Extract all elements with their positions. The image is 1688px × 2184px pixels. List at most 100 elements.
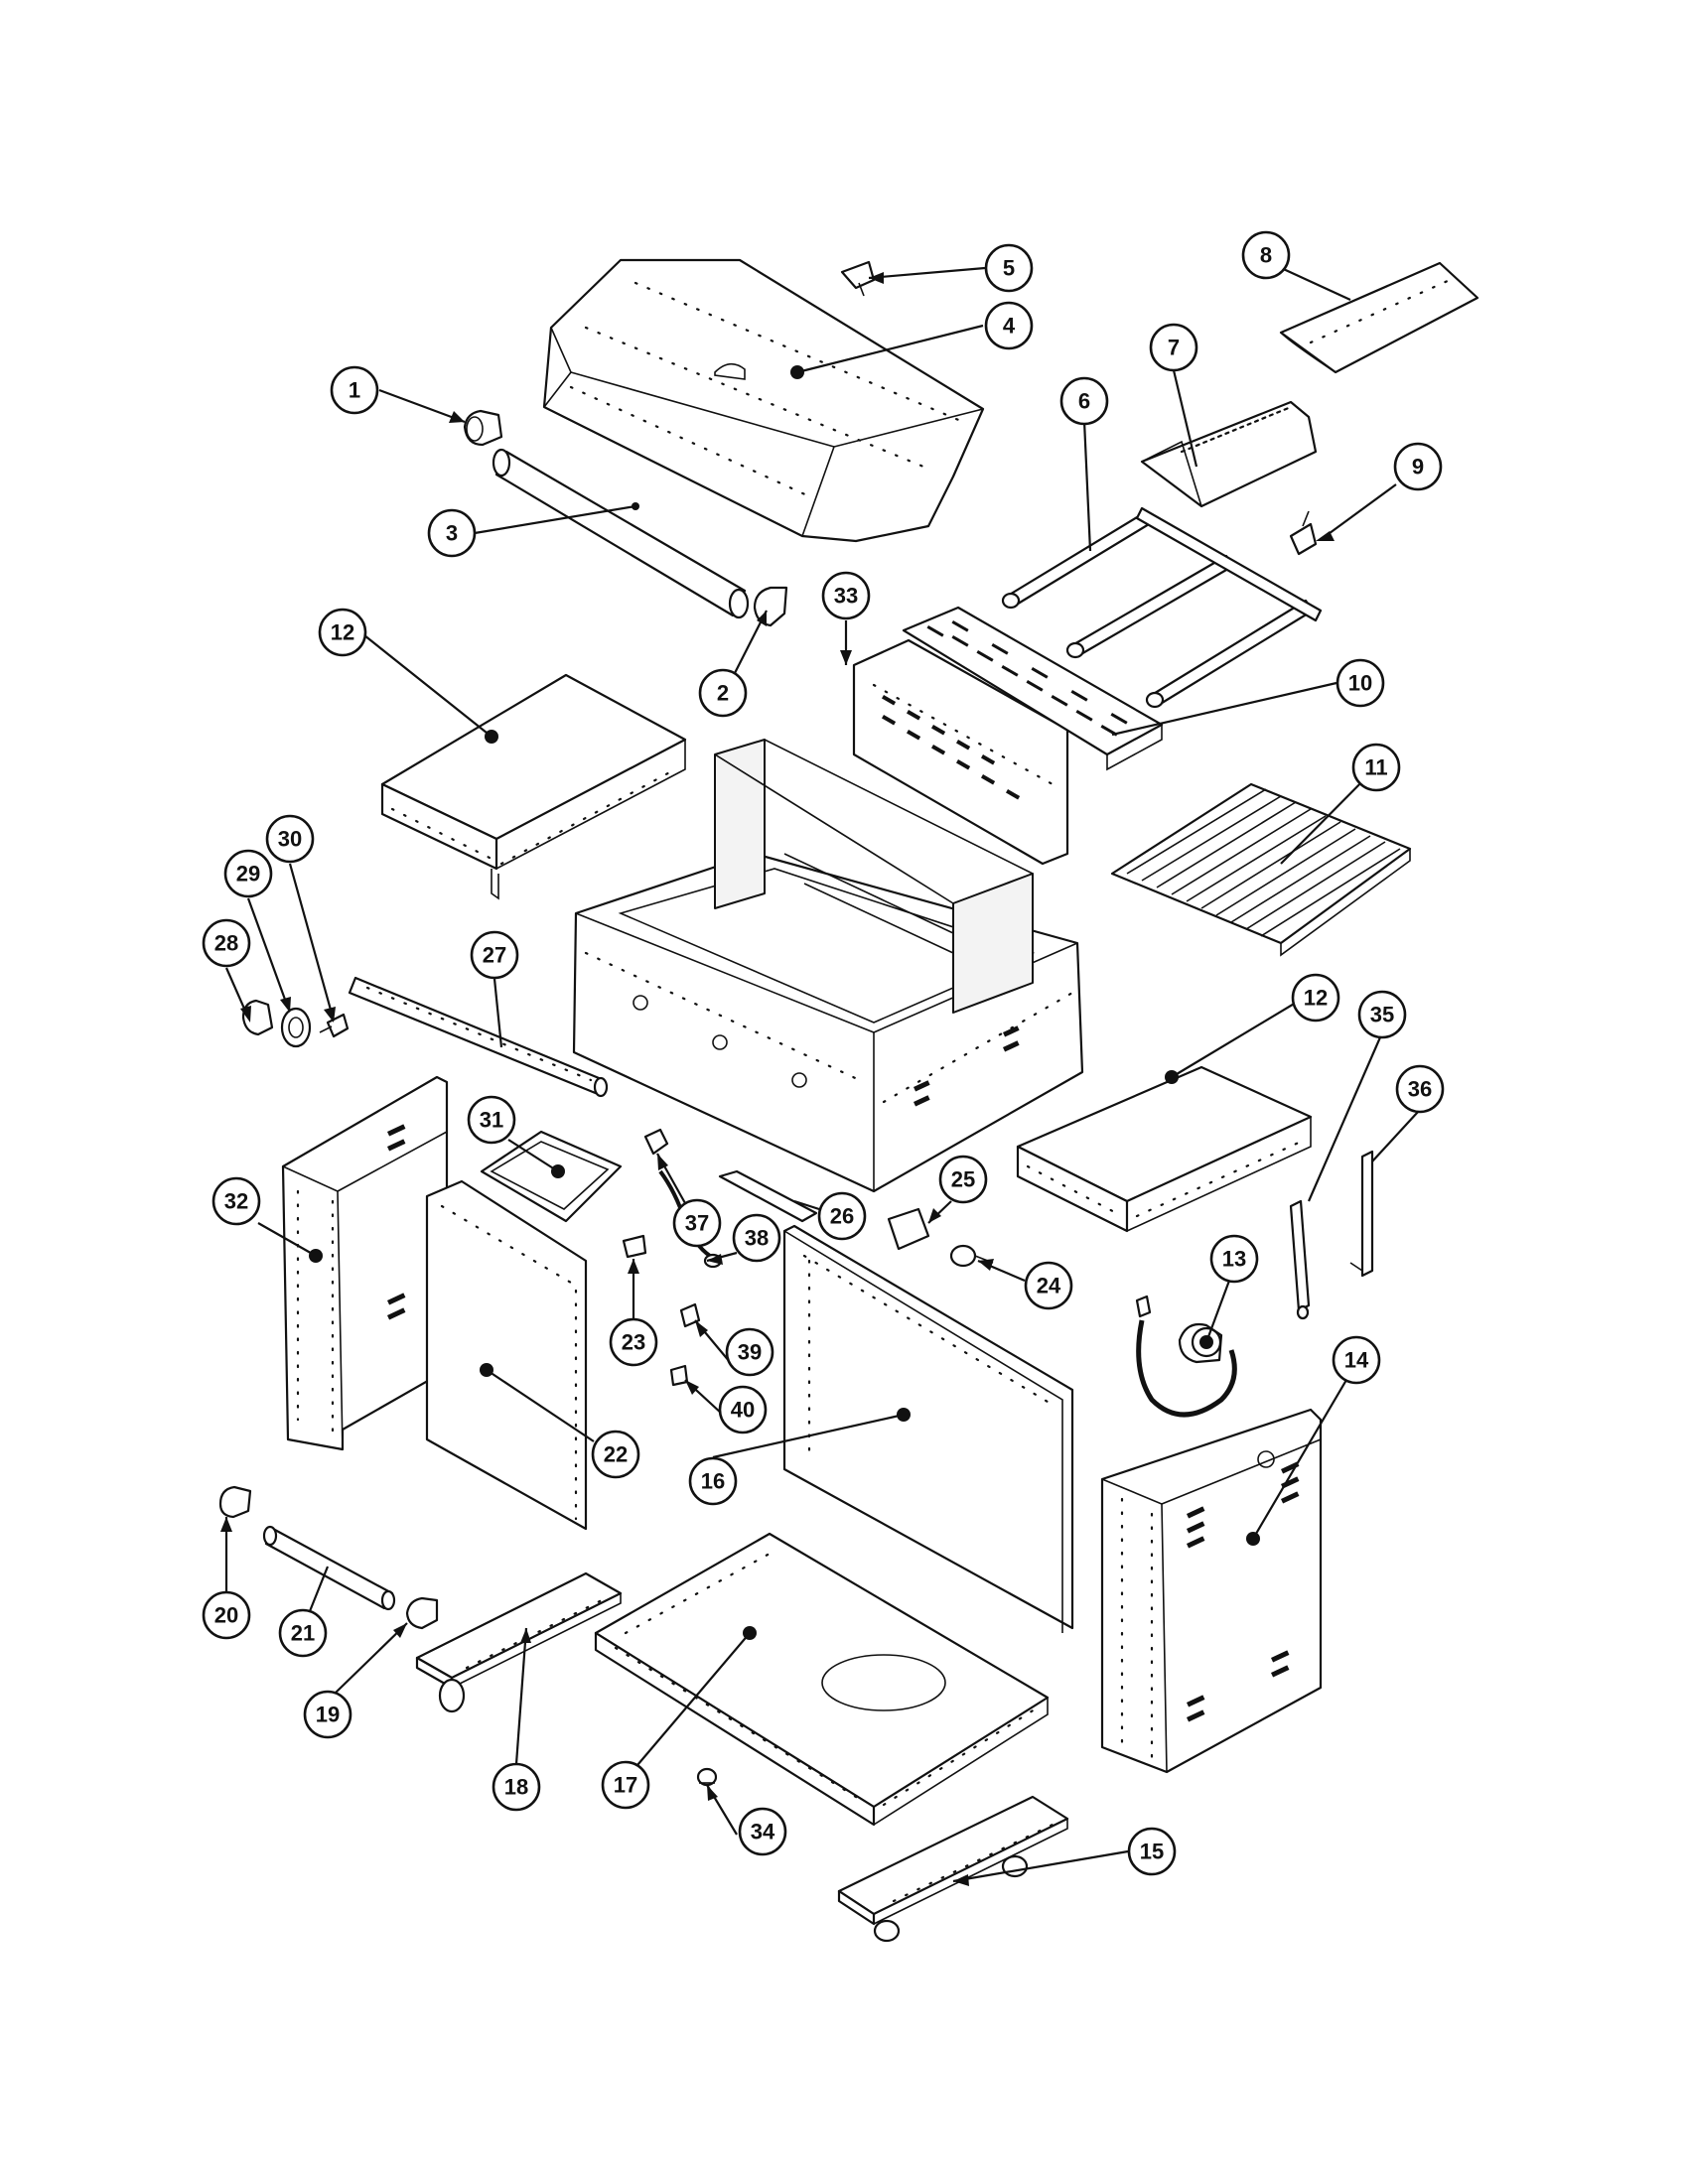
part-hose-fitting <box>949 1244 994 1268</box>
svg-text:21: 21 <box>291 1621 315 1646</box>
part-regulator-hose <box>1135 1295 1237 1418</box>
part-handle-bar <box>492 448 750 619</box>
part-drip-tray <box>480 1130 623 1223</box>
part-handle-end-left <box>463 409 503 447</box>
part-door-handle-end-right <box>405 1596 439 1630</box>
part-igniter-button <box>643 1128 669 1156</box>
callout-37: 37 <box>672 1198 722 1248</box>
part-leveling-foot <box>696 1767 718 1787</box>
callout-25: 25 <box>938 1155 988 1204</box>
svg-text:28: 28 <box>214 931 238 956</box>
svg-text:22: 22 <box>604 1442 628 1467</box>
svg-text:6: 6 <box>1078 389 1090 414</box>
callout-15: 15 <box>1127 1827 1177 1876</box>
svg-text:32: 32 <box>224 1189 248 1214</box>
svg-text:7: 7 <box>1168 336 1180 360</box>
callout-16: 16 <box>688 1456 738 1506</box>
part-orifice <box>669 1364 689 1387</box>
svg-text:3: 3 <box>446 521 458 546</box>
callout-40: 40 <box>718 1385 768 1434</box>
svg-text:35: 35 <box>1370 1003 1394 1027</box>
callout-9: 9 <box>1393 442 1443 491</box>
svg-text:37: 37 <box>685 1211 709 1236</box>
callout-7: 7 <box>1149 323 1198 372</box>
callout-29: 29 <box>223 849 273 898</box>
part-door-handle-end-left <box>218 1485 252 1519</box>
svg-text:27: 27 <box>483 943 506 968</box>
part-lid <box>542 258 985 543</box>
callout-34: 34 <box>738 1807 787 1856</box>
part-cooking-grate <box>1110 782 1412 957</box>
callout-19: 19 <box>303 1690 352 1739</box>
part-left-base-rail <box>415 1571 623 1713</box>
callout-20: 20 <box>202 1590 251 1640</box>
part-rod-35 <box>1289 1199 1311 1320</box>
part-right-base-rail <box>837 1795 1069 1943</box>
callout-10: 10 <box>1336 658 1385 708</box>
callout-28: 28 <box>202 918 251 968</box>
callout-5: 5 <box>984 243 1034 293</box>
part-burner-assembly <box>1001 506 1323 709</box>
callout-12-left: 12 <box>318 608 367 657</box>
svg-text:26: 26 <box>830 1204 854 1229</box>
svg-text:29: 29 <box>236 862 260 887</box>
svg-text:34: 34 <box>751 1820 775 1844</box>
part-side-shelf-left <box>380 673 687 900</box>
svg-text:13: 13 <box>1222 1247 1246 1272</box>
part-igniter-electrode <box>1289 510 1318 556</box>
callout-8: 8 <box>1241 230 1291 280</box>
svg-text:38: 38 <box>745 1226 769 1251</box>
callout-1: 1 <box>330 365 379 415</box>
callout-12-right: 12 <box>1291 973 1340 1023</box>
leader-lines <box>220 265 1419 1886</box>
svg-text:16: 16 <box>701 1469 725 1494</box>
svg-text:20: 20 <box>214 1603 238 1628</box>
svg-text:4: 4 <box>1003 314 1016 339</box>
callout-38: 38 <box>732 1213 781 1263</box>
callout-13: 13 <box>1209 1234 1259 1284</box>
svg-text:10: 10 <box>1348 671 1372 696</box>
callout-21: 21 <box>278 1608 328 1658</box>
svg-text:25: 25 <box>951 1167 975 1192</box>
svg-text:15: 15 <box>1140 1840 1164 1864</box>
part-rod-36 <box>1349 1150 1374 1278</box>
part-bottom-panel <box>594 1532 1050 1827</box>
callout-2: 2 <box>698 668 748 718</box>
part-igniter-module <box>887 1207 930 1251</box>
svg-text:33: 33 <box>834 584 858 609</box>
svg-text:36: 36 <box>1408 1077 1432 1102</box>
svg-text:17: 17 <box>614 1773 637 1798</box>
callout-33: 33 <box>821 571 871 620</box>
part-warming-rack <box>902 606 1164 771</box>
callout-23: 23 <box>609 1317 658 1367</box>
svg-text:19: 19 <box>316 1703 340 1727</box>
svg-text:12: 12 <box>1304 986 1328 1011</box>
callout-24: 24 <box>1024 1261 1073 1310</box>
callout-17: 17 <box>601 1760 650 1810</box>
part-right-cabinet-panel <box>1100 1408 1323 1774</box>
callout-22: 22 <box>591 1430 640 1479</box>
svg-text:11: 11 <box>1364 755 1387 780</box>
part-firebox <box>572 739 1084 1193</box>
callout-39: 39 <box>725 1327 774 1377</box>
svg-text:5: 5 <box>1003 256 1015 281</box>
svg-text:8: 8 <box>1260 243 1272 268</box>
svg-text:14: 14 <box>1344 1348 1369 1373</box>
svg-text:31: 31 <box>480 1108 503 1133</box>
svg-text:9: 9 <box>1412 455 1424 479</box>
part-heat-deflector <box>1279 261 1479 374</box>
callout-11: 11 <box>1351 743 1401 792</box>
part-manifold <box>348 976 609 1098</box>
svg-text:1: 1 <box>349 378 360 403</box>
svg-text:40: 40 <box>731 1398 755 1423</box>
svg-text:12: 12 <box>331 620 354 645</box>
part-igniter-bracket <box>718 1169 818 1223</box>
callout-32: 32 <box>211 1176 261 1226</box>
callout-3: 3 <box>427 508 477 558</box>
callout-35: 35 <box>1357 990 1407 1039</box>
part-igniter-clip <box>622 1234 647 1259</box>
part-side-shelf-right <box>1016 1065 1313 1233</box>
svg-text:23: 23 <box>622 1330 645 1355</box>
callout-27: 27 <box>470 930 519 980</box>
